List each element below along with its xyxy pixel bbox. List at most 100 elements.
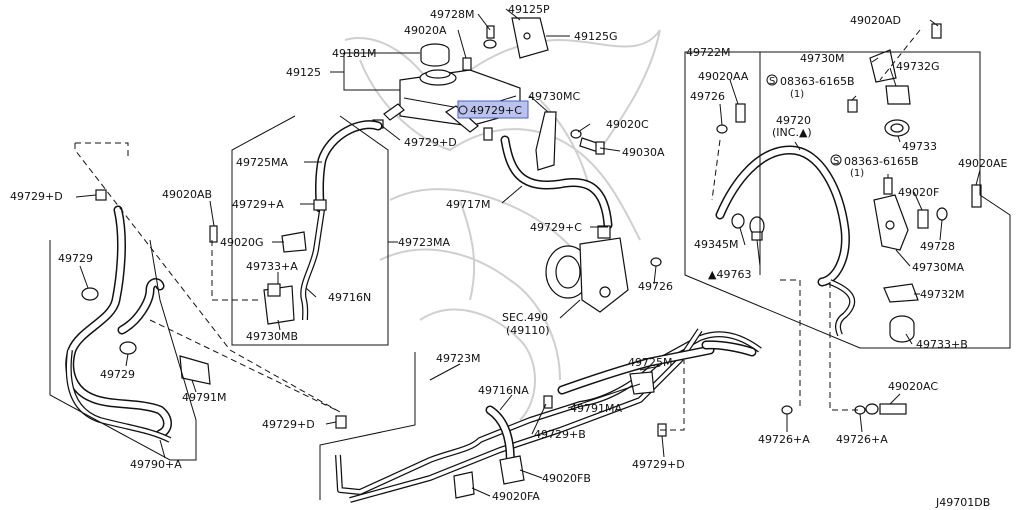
- label-49020fb[interactable]: 49020FB: [542, 472, 591, 485]
- leader-lines: [75, 8, 981, 497]
- label-49716na[interactable]: 49716NA: [478, 384, 529, 397]
- label-49722m[interactable]: 49722M: [686, 46, 730, 59]
- part-labels: 49728M 49125P 49020A 49125G 49181M 49125…: [10, 3, 1008, 509]
- label-49723m[interactable]: 49723M: [436, 352, 480, 365]
- hose-49725ma[interactable]: [315, 120, 383, 213]
- label-49020fa[interactable]: 49020FA: [492, 490, 540, 503]
- grommet-49733b: [889, 315, 915, 343]
- label-49729c-mid[interactable]: 49729+C: [530, 221, 582, 234]
- bolt-49020aa: [735, 103, 746, 123]
- label-49020ab[interactable]: 49020AB: [162, 188, 212, 201]
- diagram-code: J49701DB: [935, 496, 990, 509]
- label-49725m[interactable]: 49725M: [628, 356, 672, 369]
- label-49733a[interactable]: 49733+A: [246, 260, 298, 273]
- label-49729d-top[interactable]: 49729+D: [404, 136, 457, 149]
- washer-49726-r: [716, 124, 728, 134]
- clamp-49732m: [883, 283, 919, 303]
- label-49729c-highlighted[interactable]: 49729+C: [470, 104, 522, 117]
- label-49726a-1[interactable]: 49726+A: [758, 433, 810, 446]
- label-49125[interactable]: 49125: [286, 66, 321, 79]
- label-49020g[interactable]: 49020G: [220, 236, 264, 249]
- clamp-49729a: [313, 199, 327, 211]
- label-49729d-bot2[interactable]: 49729+D: [632, 458, 685, 471]
- label-49729d-left[interactable]: 49729+D: [10, 190, 63, 203]
- bolt-49030a: [579, 137, 605, 155]
- label-49732g[interactable]: 49732G: [896, 60, 940, 73]
- bolt-symbol-1: [766, 74, 778, 86]
- label-49723ma[interactable]: 49723MA: [398, 236, 450, 249]
- bolt-08363-b: [883, 177, 893, 195]
- label-49720[interactable]: 49720: [776, 114, 811, 127]
- bracket-49125g: [511, 17, 549, 59]
- label-49030a[interactable]: 49030A: [622, 146, 665, 159]
- label-08363-b-qty: (1): [850, 168, 864, 179]
- label-49020f[interactable]: 49020F: [898, 186, 939, 199]
- label-49020a[interactable]: 49020A: [404, 24, 447, 37]
- hose-49725m[interactable]: [557, 340, 757, 395]
- label-49791m[interactable]: 49791M: [182, 391, 226, 404]
- label-49763[interactable]: ▲49763: [708, 268, 751, 281]
- label-49020ad[interactable]: 49020AD: [850, 14, 901, 27]
- label-49791ma[interactable]: 49791MA: [570, 402, 622, 415]
- bracket-49020g: [281, 231, 307, 253]
- label-49729d-bot[interactable]: 49729+D: [262, 418, 315, 431]
- bracket-49020fb: [499, 455, 525, 485]
- label-49020aa[interactable]: 49020AA: [698, 70, 749, 83]
- label-49729a[interactable]: 49729+A: [232, 198, 284, 211]
- label-49732m[interactable]: 49732M: [920, 288, 964, 301]
- label-49726-mid[interactable]: 49726: [638, 280, 673, 293]
- label-49729-a[interactable]: 49729: [58, 252, 93, 265]
- power-steering-pump[interactable]: [545, 225, 629, 313]
- clamp-49732g: [885, 85, 911, 105]
- label-49730mb[interactable]: 49730MB: [246, 330, 298, 343]
- label-49728[interactable]: 49728: [920, 240, 955, 253]
- label-49790a[interactable]: 49790+A: [130, 458, 182, 471]
- label-49733[interactable]: 49733: [902, 140, 937, 153]
- label-08363-b[interactable]: 08363-6165B: [844, 155, 919, 168]
- label-sec490-sub: (49110): [506, 324, 550, 337]
- bolt-symbol-2: [830, 154, 842, 166]
- label-49125p[interactable]: 49125P: [508, 3, 550, 16]
- label-49345m[interactable]: 49345M: [694, 238, 738, 251]
- clamp-49729-a: [81, 287, 99, 301]
- watermark-emblem: [344, 29, 661, 421]
- bolt-49728m: [483, 25, 497, 49]
- label-49729-b[interactable]: 49729: [100, 368, 135, 381]
- label-sec490[interactable]: SEC.490: [502, 311, 548, 324]
- label-49717m[interactable]: 49717M: [446, 198, 490, 211]
- label-49729b[interactable]: 49729+B: [534, 428, 586, 441]
- label-49726a-2[interactable]: 49726+A: [836, 433, 888, 446]
- clamp-49729-b: [119, 341, 137, 355]
- pipe-49720-end: [828, 279, 856, 337]
- label-49733b[interactable]: 49733+B: [916, 338, 968, 351]
- washer-49726-mid: [650, 257, 662, 267]
- label-49726-r[interactable]: 49726: [690, 90, 725, 103]
- pipe-49720[interactable]: [715, 145, 850, 287]
- label-49020ac[interactable]: 49020AC: [888, 380, 938, 393]
- bracket-49791ma: [629, 371, 655, 395]
- bolt-49020ac: [865, 403, 907, 415]
- hose-49790a[interactable]: [65, 205, 172, 443]
- bracket-49791m: [179, 355, 211, 385]
- label-49020c[interactable]: 49020C: [606, 118, 649, 131]
- reservoir-cap[interactable]: [420, 43, 450, 67]
- label-49716n[interactable]: 49716N: [328, 291, 371, 304]
- label-08363-a[interactable]: 08363-6165B: [780, 75, 855, 88]
- bracket-49020fa: [453, 471, 475, 499]
- pipe-49716n[interactable]: [300, 209, 325, 321]
- label-49125g[interactable]: 49125G: [574, 30, 618, 43]
- clamp-49729b: [543, 395, 553, 409]
- washer-49726a-1: [781, 405, 793, 415]
- label-49730m[interactable]: 49730M: [800, 52, 844, 65]
- hose-49717m[interactable]: [500, 135, 613, 230]
- label-49730ma[interactable]: 49730MA: [912, 261, 964, 274]
- bolt-symbol-1-letter: S: [769, 76, 775, 87]
- label-49725ma[interactable]: 49725MA: [236, 156, 288, 169]
- label-49730mc[interactable]: 49730MC: [528, 90, 580, 103]
- label-49020ae[interactable]: 49020AE: [958, 157, 1008, 170]
- grommet-49733: [884, 119, 910, 137]
- bracket-49730ma: [873, 194, 909, 251]
- label-49181m[interactable]: 49181M: [332, 47, 376, 60]
- label-49728m[interactable]: 49728M: [430, 8, 474, 21]
- highlighted-part-box[interactable]: [457, 100, 529, 119]
